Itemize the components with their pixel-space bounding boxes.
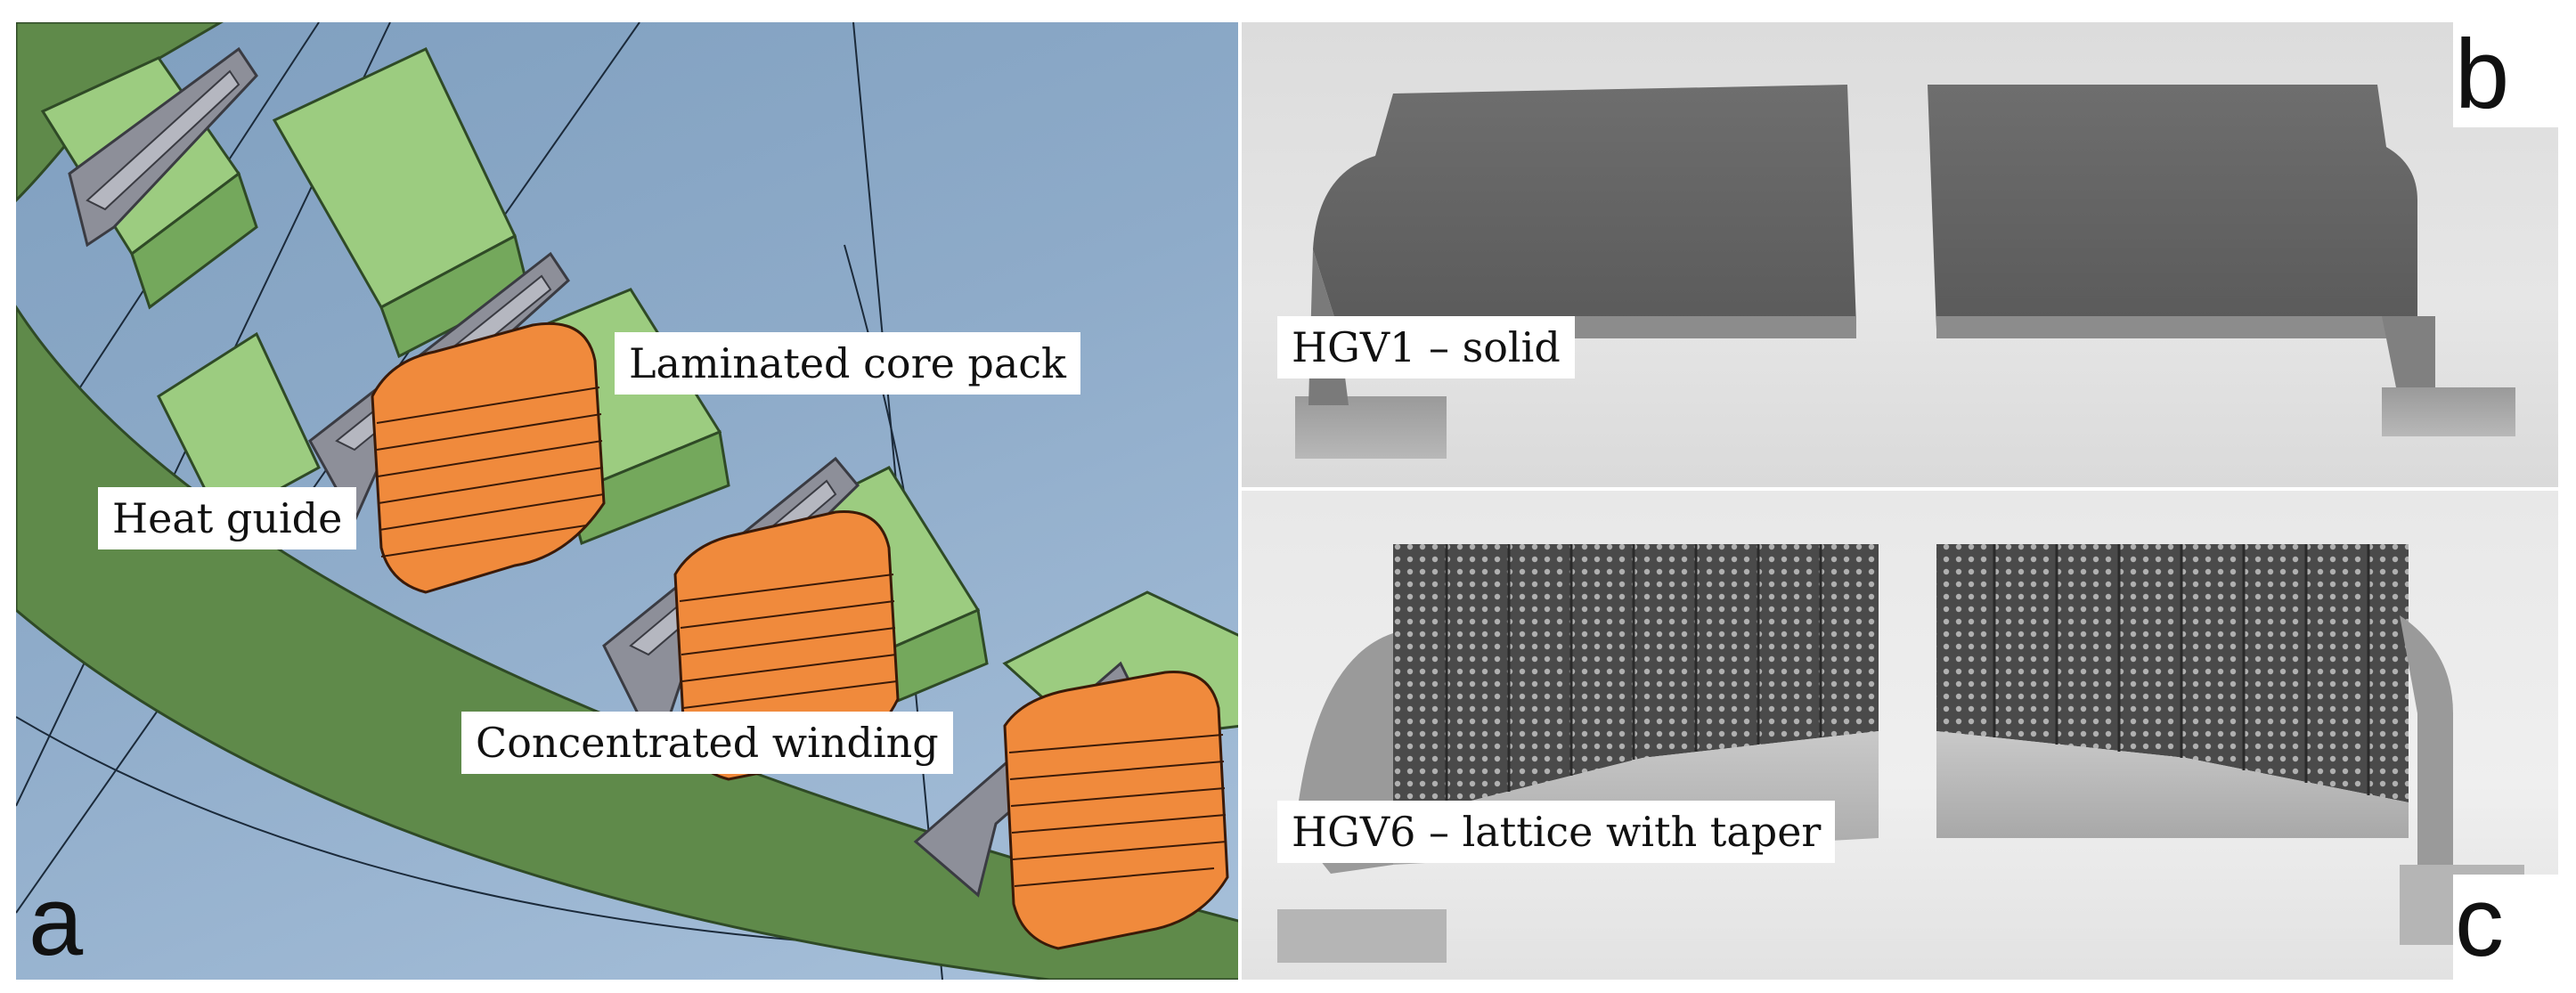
winding-3 (1003, 671, 1229, 950)
solid-part-right (1928, 85, 2515, 436)
panel-divider-vertical (1238, 22, 1242, 980)
lattice-ribs (1445, 544, 2370, 807)
panel-b-photo-solid: HGV1 – solid b (1242, 22, 2558, 487)
label-laminated-core-pack: Laminated core pack (615, 332, 1080, 395)
panel-letter-c-background (2453, 875, 2558, 980)
label-concentrated-winding: Concentrated winding (461, 712, 953, 774)
stator-cad-drawing (16, 22, 1242, 980)
lattice-part-right (1936, 544, 2524, 945)
solid-part-left (1295, 85, 1856, 459)
label-hgv1-solid: HGV1 – solid (1277, 316, 1575, 378)
winding-1 (371, 322, 606, 594)
panel-a-cad-model: Laminated core pack Heat guide Concentra… (16, 22, 1242, 980)
panel-divider-horizontal (1242, 487, 2558, 491)
lattice-part-left (1277, 544, 1879, 963)
label-heat-guide: Heat guide (98, 487, 357, 549)
lattice-heat-guides-drawing (1277, 544, 2524, 963)
panel-letter-c: c (2455, 867, 2504, 977)
tooth-3 (157, 331, 321, 524)
panel-letter-b: b (2455, 22, 2510, 129)
panel-letter-b-background (2453, 22, 2558, 127)
panel-c-photo-lattice: HGV6 – lattice with taper c (1242, 491, 2558, 980)
label-hgv6-lattice-with-taper: HGV6 – lattice with taper (1277, 801, 1836, 863)
solid-heat-guides-drawing (1295, 85, 2515, 459)
panel-letter-a: a (29, 867, 84, 976)
